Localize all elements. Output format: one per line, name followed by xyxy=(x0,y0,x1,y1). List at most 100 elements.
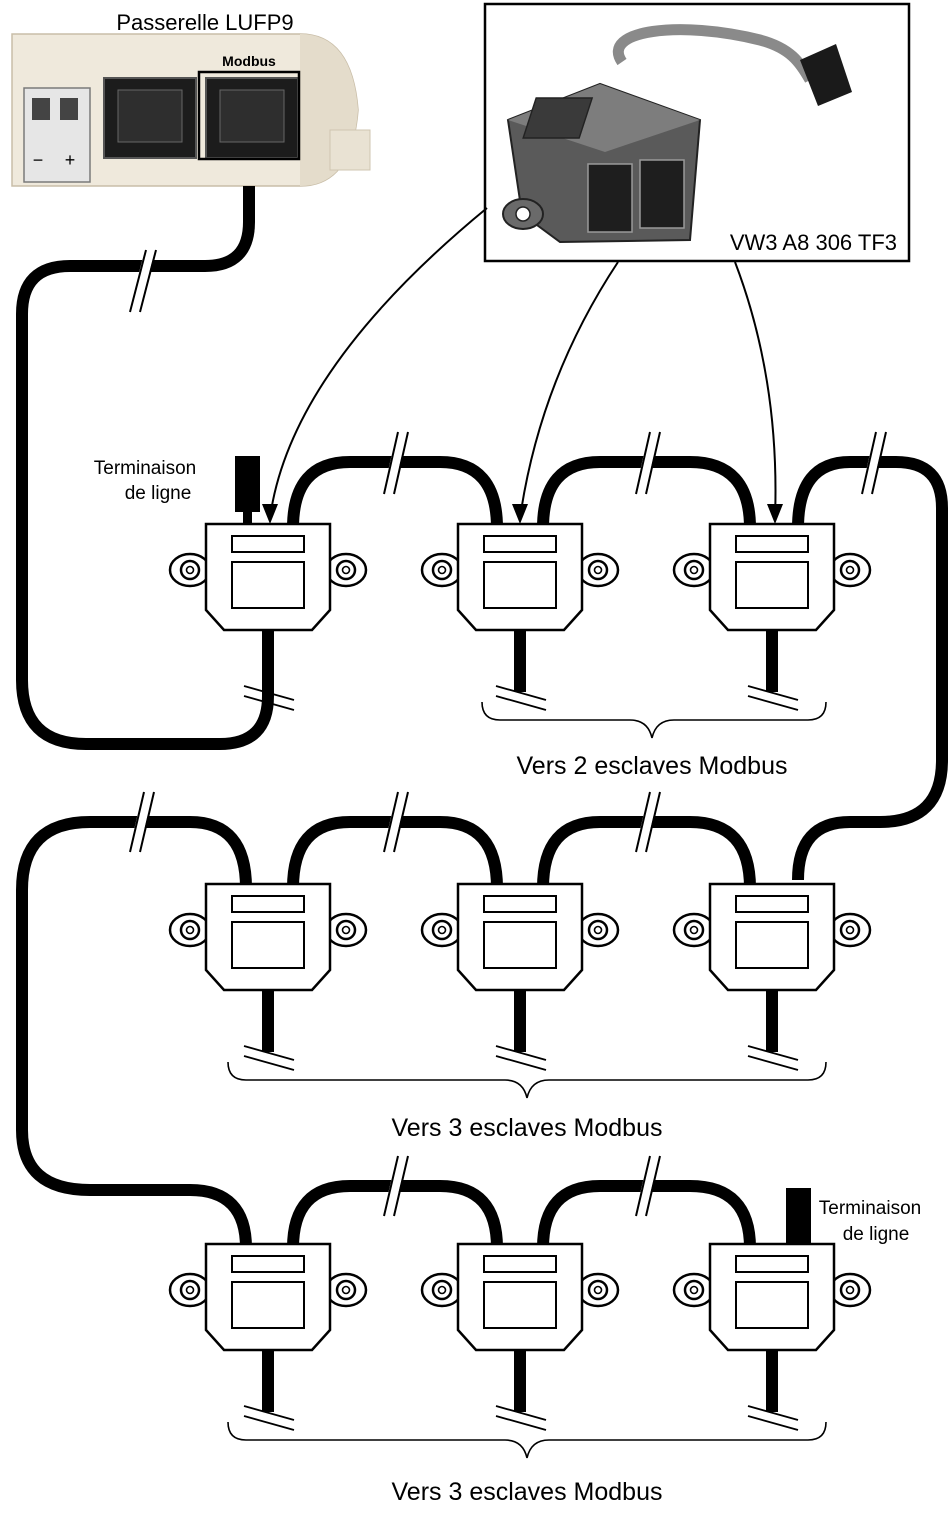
tee-label-plate xyxy=(735,895,809,913)
terminator-block xyxy=(235,456,260,512)
tee-connector xyxy=(168,522,368,711)
tee-drop-end-mark xyxy=(747,685,799,701)
break-mark xyxy=(129,248,157,314)
product-socket-1 xyxy=(587,163,633,233)
line-terminator-top xyxy=(235,456,260,528)
tee-label-plate xyxy=(231,535,305,553)
tee-drop-end-mark xyxy=(243,1045,295,1061)
product-cable xyxy=(612,24,815,83)
tee-mount-hole xyxy=(341,1285,351,1295)
tee-drop-end-mark xyxy=(495,1045,547,1061)
tee-socket xyxy=(735,1281,809,1329)
tee-drop-end-mark xyxy=(747,1415,799,1431)
tee-drop-end-mark xyxy=(243,685,295,701)
line-terminator-bottom xyxy=(786,1188,811,1252)
tee-drop-end-mark xyxy=(243,1405,295,1421)
tee-socket xyxy=(735,921,809,969)
tee-mount-hole xyxy=(845,565,855,575)
tee-mount-hole xyxy=(689,1285,699,1295)
tee-mount-hole xyxy=(593,1285,603,1295)
gateway-clip xyxy=(329,129,371,171)
tee-label-plate xyxy=(735,535,809,553)
tee-connectors xyxy=(168,522,872,1431)
tee-mount-hole xyxy=(845,1285,855,1295)
tee-mount-hole xyxy=(845,925,855,935)
cable-gateway-to-tee-1 xyxy=(16,186,274,750)
arrow-to-tee-1 xyxy=(269,207,488,519)
tee-drop-end-mark xyxy=(243,1055,295,1071)
break-mark xyxy=(129,790,155,854)
tee-connector xyxy=(420,1242,620,1431)
tee-mount-hole xyxy=(593,925,603,935)
arrow-heads xyxy=(262,504,783,524)
tee-label-plate xyxy=(483,535,557,553)
tee-label-plate xyxy=(483,1255,557,1273)
group-label-2: Vers 3 esclaves Modbus xyxy=(392,1114,663,1142)
tee-label-plate xyxy=(231,1255,305,1273)
tee-mount-hole xyxy=(185,565,195,575)
modbus-port-label: Modbus xyxy=(222,53,276,69)
arrow-to-tee-3 xyxy=(734,261,777,519)
tee-socket xyxy=(735,561,809,609)
tee-connector xyxy=(168,882,368,1071)
modbus-port-highlight xyxy=(197,70,301,161)
product-rj45-plug xyxy=(800,44,852,106)
tee-label-plate xyxy=(735,1255,809,1273)
tee-drop-end-mark xyxy=(243,695,295,711)
tee-mount-hole xyxy=(437,565,447,575)
tee-mount-hole xyxy=(689,565,699,575)
tee-label-plate xyxy=(483,895,557,913)
tee-drop-end-mark xyxy=(495,695,547,711)
tee-connector xyxy=(672,1242,872,1431)
arrow-head xyxy=(262,504,278,524)
tee-mount-hole xyxy=(437,1285,447,1295)
product-mount-hole xyxy=(515,206,531,222)
break-mark xyxy=(861,430,887,496)
gateway-title: Passerelle LUFP9 xyxy=(116,10,293,35)
break-mark xyxy=(383,790,409,854)
gateway-lufp9: − + xyxy=(11,33,371,187)
termination-label-bottom-line2: de ligne xyxy=(843,1224,910,1245)
tee-drop-end-mark xyxy=(495,1415,547,1431)
tee-drop-end-mark xyxy=(747,1405,799,1421)
break-mark xyxy=(383,1154,409,1218)
terminal-plus-label: + xyxy=(65,150,76,170)
brace-group-1 xyxy=(481,701,827,739)
product-tee-logo xyxy=(522,97,594,139)
tee-mount-hole xyxy=(185,925,195,935)
rj45-port-1-inner xyxy=(117,89,183,143)
cable-row2-to-row3 xyxy=(16,816,252,1249)
tee-mount-hole xyxy=(437,925,447,935)
rj45-port-modbus-inner xyxy=(219,89,285,143)
reference-arrows xyxy=(269,207,777,519)
product-photo-box: VW3 A8 306 TF3 xyxy=(483,2,911,263)
tee-socket xyxy=(483,1281,557,1329)
bus-cables xyxy=(16,186,948,1249)
terminal-screw-minus xyxy=(32,98,50,120)
break-mark xyxy=(635,1154,661,1218)
terminal-minus-label: − xyxy=(33,150,44,170)
tee-drop-end-mark xyxy=(495,1055,547,1071)
tee-mount-hole xyxy=(185,1285,195,1295)
brace-group-2 xyxy=(227,1061,827,1099)
tee-socket xyxy=(231,561,305,609)
arrow-head xyxy=(512,504,528,524)
tee-drop-end-mark xyxy=(243,1415,295,1431)
break-mark xyxy=(635,430,661,496)
tee-drop-end-mark xyxy=(495,685,547,701)
terminator-plug xyxy=(243,510,252,528)
tee-socket xyxy=(483,561,557,609)
break-mark xyxy=(635,790,661,854)
tee-connector xyxy=(168,1242,368,1431)
arrow-head xyxy=(767,504,783,524)
product-socket-2 xyxy=(639,159,685,229)
tee-connector xyxy=(672,882,872,1071)
terminator-block xyxy=(786,1188,811,1244)
tee-mount-hole xyxy=(689,925,699,935)
tee-drop-end-mark xyxy=(747,1045,799,1061)
cable-break-marks xyxy=(129,248,887,1218)
tee-socket xyxy=(231,1281,305,1329)
termination-label-top-line1: Terminaison xyxy=(94,458,196,479)
